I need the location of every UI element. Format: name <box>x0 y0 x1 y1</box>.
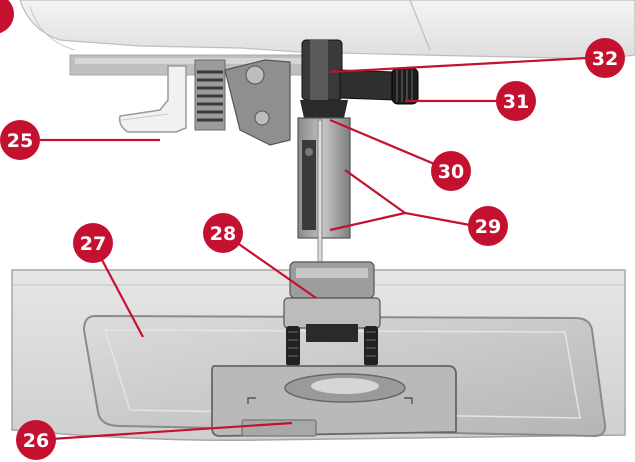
edge-callout-partial <box>0 0 14 34</box>
leader-26 <box>35 421 293 442</box>
callout-31-label: 31 <box>503 91 529 113</box>
needle <box>317 119 323 281</box>
callout-30-label: 30 <box>438 161 464 183</box>
callout-26: 26 <box>16 420 56 460</box>
callout-30: 30 <box>431 151 471 191</box>
callout-25-label: 25 <box>7 130 33 152</box>
callout-26-label: 26 <box>23 430 49 452</box>
callout-25: 25 <box>0 120 40 160</box>
part-26-stitch-plate <box>211 365 457 437</box>
presser-foot-lever-mechanism <box>194 59 291 146</box>
callout-29: 29 <box>468 206 508 246</box>
callout-28-label: 28 <box>210 223 236 245</box>
presser-bar <box>297 117 351 281</box>
leader-30 <box>329 118 452 173</box>
needle-bar <box>300 39 419 118</box>
leader-32 <box>329 56 588 74</box>
callout-27-label: 27 <box>80 233 106 255</box>
callout-leaders <box>35 56 588 442</box>
callout-27: 27 <box>73 223 113 263</box>
callout-32: 32 <box>585 38 625 78</box>
callout-32-label: 32 <box>592 48 618 70</box>
callout-28: 28 <box>203 213 243 253</box>
callout-29-label: 29 <box>475 216 501 238</box>
leader-29 <box>329 169 471 232</box>
part-25-lever <box>118 65 187 133</box>
callout-31: 31 <box>496 81 536 121</box>
part-28-presser-foot <box>283 261 381 366</box>
